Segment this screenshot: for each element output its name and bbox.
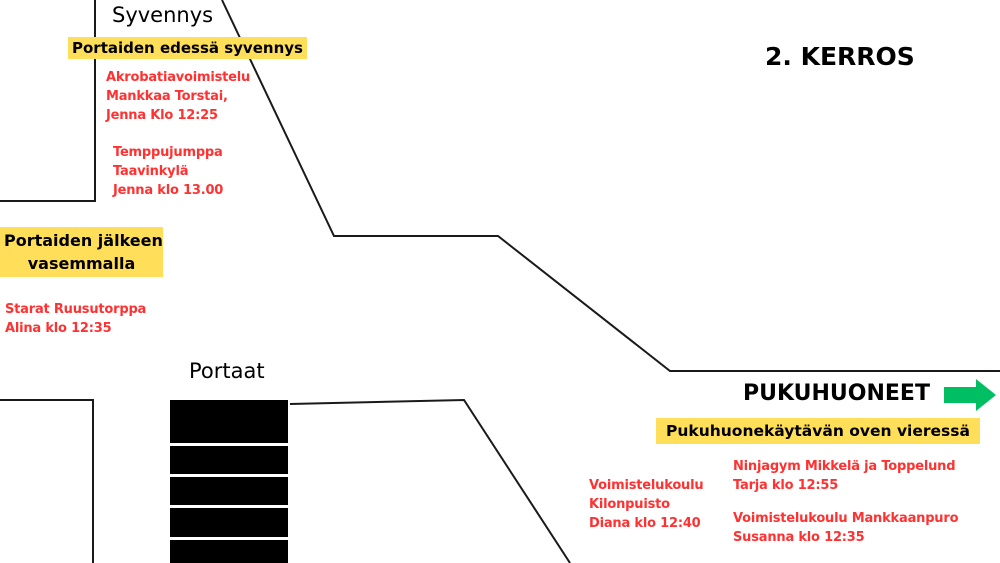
group-line: Taavinkylä	[113, 164, 189, 179]
group-line: Mankkaa Torstai,	[106, 89, 228, 104]
group-akrobatia: Akrobatiavoimistelu Mankkaa Torstai, Jen…	[106, 68, 250, 125]
group-line: Voimistelukoulu Mankkaanpuro	[733, 511, 959, 526]
group-kilonpuisto: Voimistelukoulu Kilonpuisto Diana klo 12…	[589, 476, 704, 533]
group-line: Jenna Klo 12:25	[106, 108, 218, 123]
group-starat: Starat Ruusutorppa Alina klo 12:35	[5, 300, 146, 338]
pukuhuoneet-label: PUKUHUONEET	[743, 381, 930, 406]
wall-diagonal-upper	[221, 0, 1000, 372]
highlight-jalkeen-line1: Portaiden jälkeen	[4, 231, 163, 250]
arrow-right-icon	[944, 379, 996, 411]
group-temppujumppa: Temppujumppa Taavinkylä Jenna klo 13.00	[113, 143, 223, 200]
group-mankkaanpuro: Voimistelukoulu Mankkaanpuro Susanna klo…	[733, 509, 958, 547]
wall-diagonal-lower	[289, 398, 571, 563]
group-line: Alina klo 12:35	[5, 321, 112, 336]
highlight-jalkeen: Portaiden jälkeen vasemmalla	[0, 227, 163, 277]
group-line: Jenna klo 13.00	[113, 183, 224, 198]
group-line: Susanna klo 12:35	[733, 530, 865, 545]
floor-title: 2. KERROS	[765, 42, 915, 71]
group-line: Akrobatiavoimistelu	[106, 70, 251, 85]
group-line: Kilonpuisto	[589, 497, 670, 512]
portaat-label: Portaat	[189, 359, 265, 383]
highlight-jalkeen-line2: vasemmalla	[27, 254, 136, 273]
group-line: Starat Ruusutorppa	[5, 302, 147, 317]
group-ninjagym: Ninjagym Mikkelä ja Toppelund Tarja klo …	[733, 457, 956, 495]
group-line: Temppujumppa	[113, 145, 223, 160]
syvennys-label: Syvennys	[112, 3, 214, 27]
group-line: Voimistelukoulu	[589, 478, 704, 493]
group-line: Tarja klo 12:55	[733, 478, 839, 493]
highlight-pukuhuone: Pukuhuonekäytävän oven vieressä	[656, 418, 980, 444]
group-line: Ninjagym Mikkelä ja Toppelund	[733, 459, 956, 474]
stairs-icon	[170, 400, 288, 563]
group-line: Diana klo 12:40	[589, 516, 701, 531]
wall-top-left	[0, 0, 96, 202]
highlight-edessa: Portaiden edessä syvennys	[68, 37, 307, 59]
wall-bottom-left	[0, 399, 94, 563]
